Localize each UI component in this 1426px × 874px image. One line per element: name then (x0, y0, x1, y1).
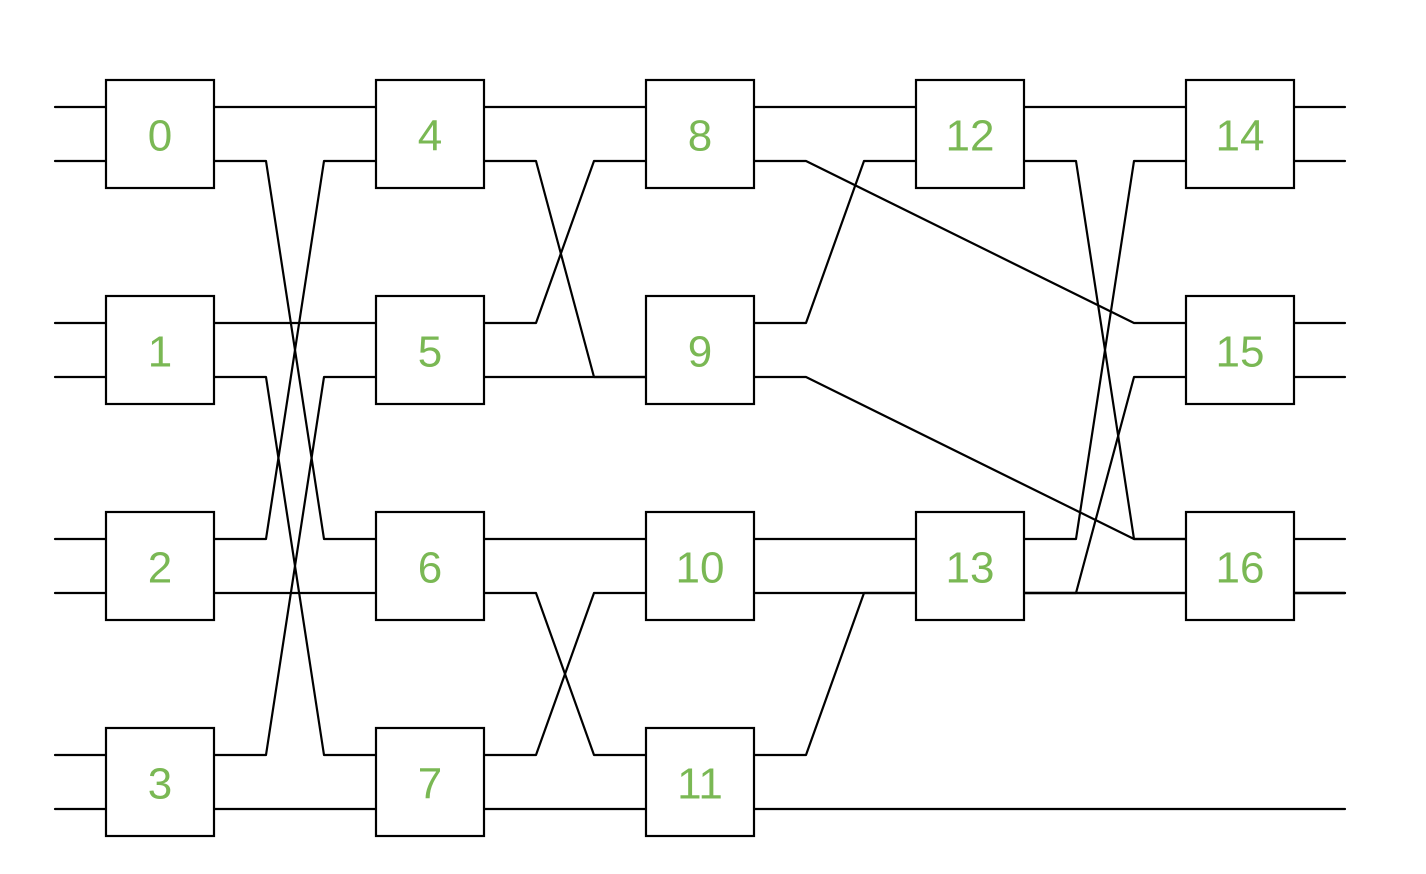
node-6: 6 (374, 510, 486, 622)
node-13: 13 (914, 510, 1026, 622)
node-11: 11 (644, 726, 756, 838)
node-box (104, 726, 216, 838)
node-label: 11 (677, 760, 723, 809)
connection-wire (1022, 375, 1188, 595)
node-box (374, 294, 486, 406)
node-label: 6 (418, 544, 442, 593)
node-box (104, 78, 216, 190)
node-12: 12 (914, 78, 1026, 190)
node-box (374, 510, 486, 622)
node-10: 10 (644, 510, 756, 622)
node-5: 5 (374, 294, 486, 406)
node-label: 2 (148, 544, 172, 593)
connection-wire (482, 591, 648, 757)
connection-wire (212, 159, 378, 541)
node-label: 8 (688, 112, 712, 161)
node-box (374, 78, 486, 190)
node-box (104, 294, 216, 406)
node-box (104, 510, 216, 622)
node-4: 4 (374, 78, 486, 190)
node-label: 16 (1216, 544, 1265, 593)
connection-wire (482, 159, 648, 379)
node-label: 10 (676, 544, 725, 593)
node-label: 3 (148, 760, 172, 809)
node-label: 9 (688, 328, 712, 377)
node-2: 2 (104, 510, 216, 622)
connection-wire (1022, 159, 1188, 541)
node-9: 9 (644, 294, 756, 406)
connection-wire (752, 159, 1188, 325)
node-14: 14 (1184, 78, 1296, 190)
node-box (914, 78, 1026, 190)
node-box (374, 726, 486, 838)
node-label: 5 (418, 328, 442, 377)
node-label: 0 (148, 112, 172, 161)
node-box (1184, 510, 1296, 622)
connection-wire (212, 375, 378, 757)
node-0: 0 (104, 78, 216, 190)
node-16: 16 (1184, 510, 1296, 622)
node-label: 14 (1216, 112, 1265, 161)
node-box (644, 294, 756, 406)
node-15: 15 (1184, 294, 1296, 406)
connection-wire (752, 159, 918, 325)
connection-wire (752, 591, 918, 757)
node-box (644, 726, 756, 838)
node-label: 4 (418, 112, 442, 161)
node-box (644, 78, 756, 190)
node-box (1184, 78, 1296, 190)
node-label: 15 (1216, 328, 1265, 377)
node-7: 7 (374, 726, 486, 838)
node-box (644, 510, 756, 622)
node-8: 8 (644, 78, 756, 190)
wires (53, 105, 1347, 811)
connection-wire (482, 159, 648, 325)
node-label: 12 (946, 112, 995, 161)
node-1: 1 (104, 294, 216, 406)
node-label: 7 (418, 760, 442, 809)
node-3: 3 (104, 726, 216, 838)
node-label: 13 (946, 544, 995, 593)
node-box (914, 510, 1026, 622)
node-box (1184, 294, 1296, 406)
node-label: 1 (148, 328, 172, 377)
